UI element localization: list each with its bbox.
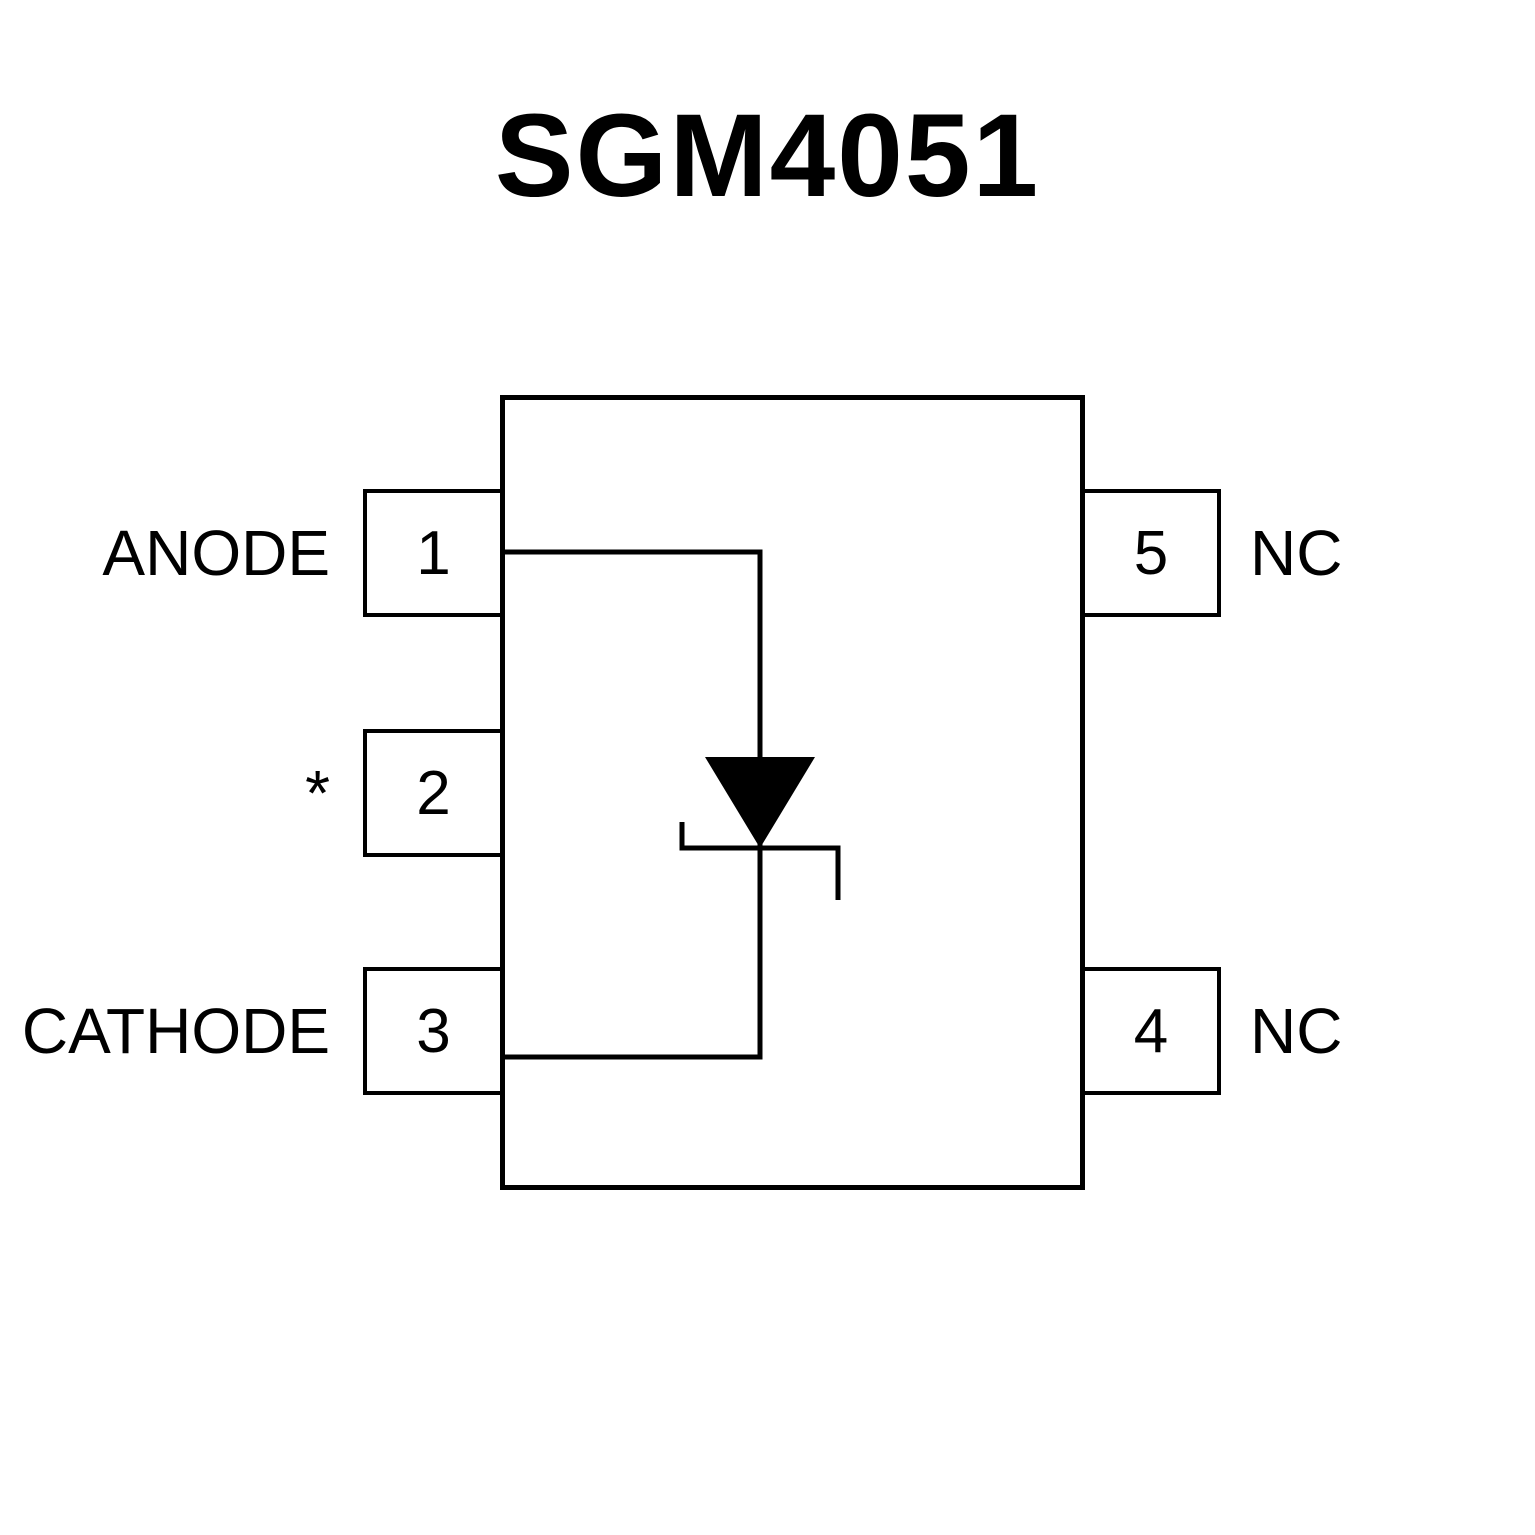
- pin-number-2: 2: [416, 758, 451, 828]
- pin-number-5: 5: [1133, 518, 1169, 588]
- pin-number-3: 3: [416, 996, 451, 1066]
- ic-body: [500, 395, 1085, 1190]
- pin-box-1: 1: [363, 489, 504, 617]
- pin-label-cathode: CATHODE: [21, 995, 330, 1067]
- pin-label-nc-5: NC: [1250, 517, 1343, 589]
- pin-label-nc-4: NC: [1250, 995, 1343, 1067]
- pin-box-3: 3: [363, 967, 504, 1095]
- pin-number-1: 1: [416, 518, 451, 588]
- pin-box-5: 5: [1081, 489, 1221, 617]
- pin-label-anode: ANODE: [102, 517, 330, 589]
- pin-box-4: 4: [1081, 967, 1221, 1095]
- chip-title: SGM4051: [494, 90, 1041, 222]
- pin-label-asterisk: *: [305, 757, 330, 829]
- pin-number-4: 4: [1133, 996, 1169, 1066]
- pin-box-2: 2: [363, 729, 504, 857]
